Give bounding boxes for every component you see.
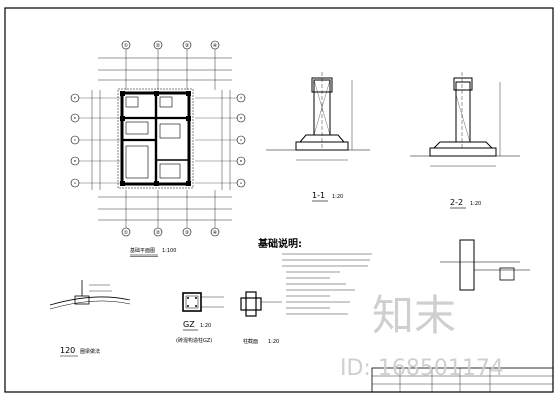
axis-right-a: A (240, 181, 243, 185)
axis-left-e: E (74, 96, 76, 100)
axis-right-c: C (240, 138, 242, 142)
gz-sub: (砖混构造柱GZ) (176, 337, 212, 344)
plan-axes-left: E D C B A (70, 90, 120, 190)
plan-axes-right: ⑤ D C B A (195, 90, 246, 190)
gz-detail: GZ 1:20 (砖混构造柱GZ) (176, 292, 224, 344)
wall-detail (440, 239, 530, 291)
axis-bottom-4: ④ (213, 230, 218, 236)
column-detail: 柱截面 1:20 (240, 291, 282, 345)
detail-120: 120 圈梁做法 (49, 280, 131, 357)
axis-bottom-3: ③ (185, 230, 189, 236)
section-1-1-title: 1-1 (312, 191, 325, 200)
watermark-logo: 知末 (372, 291, 456, 340)
plan-axes-bottom: ① ② ③ ④ (98, 190, 232, 237)
detail-120-label: 圈梁做法 (80, 348, 100, 355)
axis-left-b: B (74, 159, 76, 163)
gz-title: GZ (183, 320, 195, 329)
section-1-1: 1-1 1:20 (266, 72, 370, 202)
axis-right-d: D (240, 116, 243, 120)
section-2-2-title: 2-2 (450, 198, 463, 207)
watermark-id: ID: 168501174 (340, 356, 504, 381)
detail-120-title: 120 (60, 346, 75, 355)
notes-heading: 基础说明: (257, 237, 302, 250)
column-detail-scale: 1:20 (268, 339, 279, 345)
axis-left-c: C (74, 138, 76, 142)
gz-scale: 1:20 (200, 323, 211, 329)
axis-bottom-1: ① (124, 230, 129, 236)
plan-title: 基础平面图 (130, 247, 155, 254)
column-detail-label: 柱截面 (243, 338, 258, 345)
axis-top-2: ② (156, 43, 161, 49)
section-1-1-scale: 1:20 (332, 194, 343, 200)
foundation-plan: ① ② ③ ④ E D C B A (70, 40, 246, 257)
axis-left-a: A (74, 181, 77, 185)
section-2-2-scale: 1:20 (470, 201, 481, 207)
axis-top-1: ① (124, 43, 129, 49)
plan-walls (117, 88, 194, 189)
foundation-notes: 基础说明: (257, 237, 372, 315)
axis-left-d: D (74, 116, 77, 120)
sheet-border (4, 7, 554, 393)
axis-top-4: ④ (213, 43, 218, 49)
axis-right-1: ⑤ (240, 96, 243, 100)
plan-scale: 1:100 (162, 248, 176, 254)
axis-bottom-2: ② (156, 230, 161, 236)
plan-dimensions-top (98, 57, 232, 81)
title-block (371, 367, 554, 393)
section-2-2: 2-2 1:20 (410, 72, 520, 209)
axis-top-3: ③ (185, 43, 189, 49)
axis-right-b: B (240, 159, 242, 163)
plan-axes-top: ① ② ③ ④ (121, 40, 220, 90)
watermark: 知末 ID: 168501174 (340, 291, 504, 381)
